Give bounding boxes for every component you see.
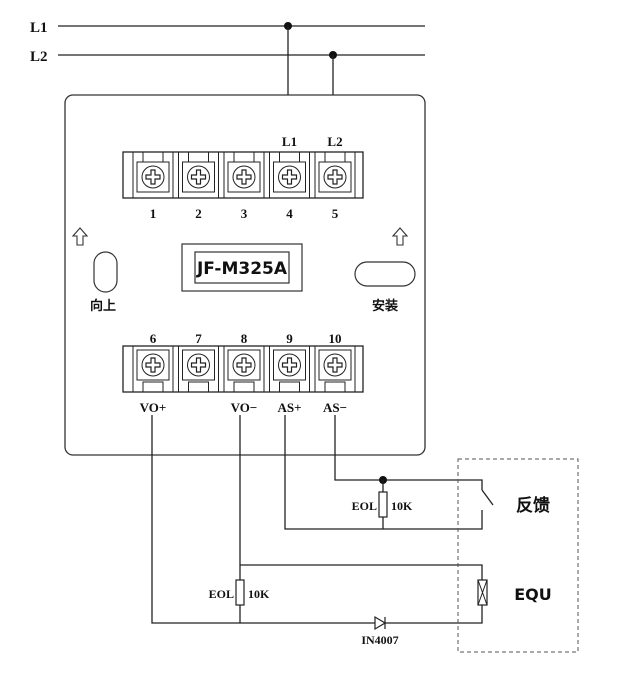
terminal-9[interactable] bbox=[269, 345, 310, 393]
terminal-label: L2 bbox=[327, 134, 342, 149]
screw-icon bbox=[278, 353, 301, 377]
mount-label: 安装 bbox=[372, 298, 398, 314]
screw-icon bbox=[323, 165, 347, 189]
up-label: 向上 bbox=[90, 298, 116, 314]
terminal-2[interactable] bbox=[178, 151, 219, 199]
eol-label-feedback: EOL bbox=[352, 499, 377, 513]
external-wiring bbox=[151, 415, 494, 631]
eol-label-output: EOL bbox=[209, 587, 234, 601]
terminal-number: 1 bbox=[150, 206, 157, 221]
terminal-label: VO− bbox=[231, 400, 258, 415]
model-label-frame bbox=[181, 243, 303, 292]
terminal-7[interactable] bbox=[178, 345, 219, 393]
terminal-number: 8 bbox=[241, 331, 248, 346]
arrow-up-icon bbox=[391, 227, 409, 246]
eol-value-feedback: 10K bbox=[391, 499, 413, 513]
arrow-up-icon bbox=[71, 227, 89, 246]
screw-icon bbox=[323, 353, 347, 377]
terminal-3[interactable] bbox=[223, 151, 265, 199]
terminal-number: 7 bbox=[195, 331, 202, 346]
terminal-number: 6 bbox=[150, 331, 157, 346]
terminal-number: 9 bbox=[286, 331, 293, 346]
equipment-label: EQU bbox=[514, 585, 552, 604]
screw-icon bbox=[187, 165, 210, 189]
feedback-switch-contact bbox=[481, 489, 494, 506]
terminal-1[interactable] bbox=[132, 151, 174, 199]
terminal-label: L1 bbox=[282, 134, 297, 149]
diode-icon bbox=[374, 615, 387, 631]
vertical-slot-hole bbox=[93, 251, 118, 293]
top-terminal-block: 1 2 3 4 L1 5 L2 bbox=[122, 134, 364, 221]
wire-vo-plus bbox=[151, 415, 483, 624]
terminal-number: 2 bbox=[195, 206, 202, 221]
bus-label-l2: L2 bbox=[30, 49, 48, 65]
terminal-number: 10 bbox=[329, 331, 342, 346]
screw-icon bbox=[232, 353, 256, 377]
wire-as-minus bbox=[334, 415, 483, 490]
eol-value-output: 10K bbox=[248, 587, 270, 601]
terminal-6[interactable] bbox=[132, 345, 174, 393]
feedback-label: 反馈 bbox=[516, 495, 550, 516]
terminal-label: AS+ bbox=[277, 400, 301, 415]
terminal-5[interactable] bbox=[314, 151, 356, 199]
equipment-box bbox=[457, 458, 579, 653]
terminal-10[interactable] bbox=[314, 345, 356, 393]
terminal-8[interactable] bbox=[223, 345, 265, 393]
screw-icon bbox=[232, 165, 256, 189]
terminal-number: 5 bbox=[332, 206, 339, 221]
diode-label: IN4007 bbox=[361, 633, 398, 647]
eol-resistor-feedback bbox=[378, 491, 388, 518]
screw-icon bbox=[141, 353, 165, 377]
screw-icon bbox=[141, 165, 165, 189]
terminal-4[interactable] bbox=[269, 151, 310, 199]
horizontal-slot-hole bbox=[354, 261, 416, 287]
screw-icon bbox=[187, 353, 210, 377]
model-name: JF-M325A bbox=[196, 259, 288, 279]
screw-icon bbox=[278, 165, 301, 189]
model-label-inner bbox=[194, 251, 290, 284]
terminal-label: VO+ bbox=[140, 400, 167, 415]
wire-equ-top bbox=[240, 564, 483, 580]
terminal-number: 4 bbox=[286, 206, 293, 221]
terminal-label: AS− bbox=[323, 400, 347, 415]
terminal-number: 3 bbox=[241, 206, 248, 221]
bus-label-l1: L1 bbox=[30, 20, 48, 36]
eol-resistor-output bbox=[235, 579, 245, 606]
